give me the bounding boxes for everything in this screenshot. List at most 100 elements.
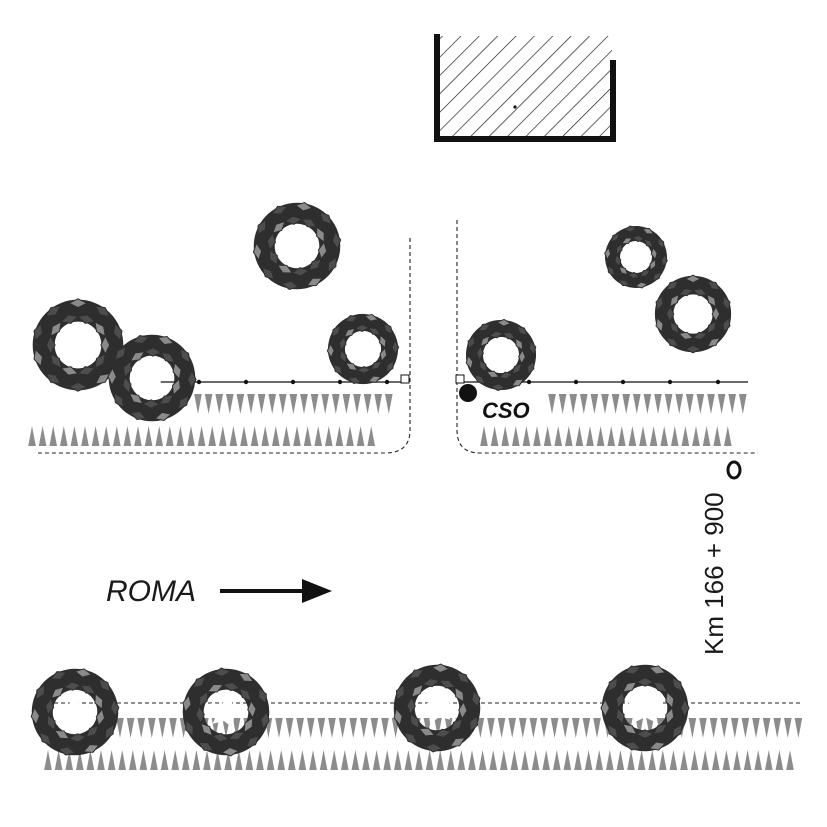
hedge-tooth-icon (240, 426, 248, 446)
hedge-tooth-icon (728, 394, 736, 414)
fence-post (667, 379, 673, 385)
hedge-tooth-icon (300, 394, 308, 414)
fence-post (384, 379, 390, 385)
hedge-tooth-icon (353, 394, 361, 414)
hedge-tooth-icon (76, 750, 84, 770)
hedge-tooth-icon (633, 394, 641, 414)
kilometer-label: Km 166 + 900 (699, 492, 729, 655)
hedge-tooth-icon (646, 718, 654, 738)
hedge-tooth-icon (476, 718, 485, 738)
hedge-tooth-icon (707, 394, 715, 414)
hedge-tooth-icon (709, 718, 718, 738)
hedge-tooth-icon (394, 750, 402, 770)
hedge-tooth-icon (54, 750, 63, 770)
hedge-tooth-icon (512, 426, 520, 446)
hedge-tooth-icon (635, 718, 644, 738)
fence-post (573, 379, 579, 385)
hedge-tooth-icon (97, 750, 105, 770)
hedge-tooth-icon (134, 426, 142, 446)
hedge-tooth-icon (319, 750, 328, 770)
hedge-tooth-icon (282, 426, 291, 446)
hedge-tooth-icon (752, 718, 760, 738)
hedge-tooth-icon (765, 750, 773, 770)
hedge-tooth-icon (137, 718, 145, 738)
hedge-tooth-icon (731, 718, 739, 738)
hedge-tooth-icon (363, 394, 372, 414)
hedge-tooth-icon (606, 750, 614, 770)
tree-canopy-icon (604, 225, 668, 289)
hedge-tooth-icon (256, 750, 264, 770)
hedge-tooth-icon (293, 426, 301, 446)
hedge-tooth-icon (279, 394, 287, 414)
hedge-tooth-icon (542, 750, 550, 770)
hedge-tooth-icon (235, 750, 243, 770)
tree-canopy-icon (393, 663, 481, 753)
hedge-tooth-icon (675, 394, 683, 414)
tree-canopy-icon (600, 664, 690, 752)
hedge-row-lower-left (28, 426, 375, 446)
hedge-tooth-icon (310, 394, 319, 414)
hedge-tooth-icon (257, 394, 266, 414)
hedge-tooth-icon (266, 750, 275, 770)
hedge-tooth-icon (44, 750, 52, 770)
hedge-tooth-icon (643, 394, 652, 414)
hedge-tooth-icon (236, 394, 245, 414)
hedge-tooth-icon (601, 394, 609, 414)
hedge-tooth-icon (489, 750, 497, 770)
hedge-tooth-icon (786, 750, 794, 770)
hedge-tooth-icon (187, 426, 195, 446)
hedge-tooth-icon (574, 750, 582, 770)
hedge-tooth-icon (229, 426, 238, 446)
building (434, 34, 616, 142)
hedge-tooth-icon (204, 394, 213, 414)
hedge-tooth-icon (540, 718, 548, 738)
hedge-tooth-icon (595, 750, 603, 770)
hedge-tooth-icon (681, 426, 690, 446)
fence-post (715, 379, 721, 385)
hedge-tooth-icon (490, 426, 499, 446)
hedge-tooth-icon (268, 394, 276, 414)
hedge-tooth-icon (593, 718, 601, 738)
hedge-tooth-icon (478, 750, 487, 770)
hedge-tooth-icon (713, 426, 721, 446)
hedge-tooth-icon (360, 718, 368, 738)
hedge-tooth-icon (91, 426, 100, 446)
hedge-tooth-icon (696, 394, 705, 414)
hedge-row-bottom-lower (44, 750, 794, 770)
hedge-tooth-icon (203, 750, 211, 770)
hedge-tooth-icon (548, 394, 556, 414)
hedge-tooth-icon (702, 426, 711, 446)
hedge-tooth-icon (338, 718, 347, 738)
hedge-tooth-icon (565, 426, 573, 446)
tree-canopy-icon (182, 667, 270, 757)
hedge-tooth-icon (113, 426, 121, 446)
hedge-tooth-icon (580, 394, 588, 414)
tree-canopy-icon (107, 334, 197, 422)
hedge-tooth-icon (314, 426, 322, 446)
hedge-tooth-icon (497, 718, 506, 738)
hedge-tooth-icon (660, 426, 668, 446)
hedge-tooth-icon (639, 426, 647, 446)
direction-label: ROMA (106, 575, 196, 608)
hedge-tooth-icon (616, 750, 625, 770)
hedge-tooth-icon (457, 750, 466, 770)
hedge-tooth-icon (775, 750, 784, 770)
fence-post (620, 379, 626, 385)
station-label: CSO (482, 398, 530, 423)
left-road-edge (38, 238, 411, 454)
hedge-tooth-icon (582, 718, 591, 738)
kilometer-post-icon (726, 460, 742, 480)
hedge-tooth-icon (144, 426, 153, 446)
hedge-tooth-icon (434, 718, 442, 738)
hedge-tooth-icon (664, 394, 673, 414)
hedge-tooth-icon (480, 426, 488, 446)
tree-canopy-icon (465, 318, 537, 392)
hedge-tooth-icon (743, 750, 752, 770)
hedge-tooth-icon (346, 426, 354, 446)
hedge-tooth-icon (107, 750, 116, 770)
hedge-tooth-icon (701, 750, 709, 770)
hedge-tooth-icon (717, 394, 726, 414)
hedge-tooth-icon (501, 426, 509, 446)
hedge-tooth-icon (404, 750, 413, 770)
hedge-tooth-icon (671, 426, 679, 446)
